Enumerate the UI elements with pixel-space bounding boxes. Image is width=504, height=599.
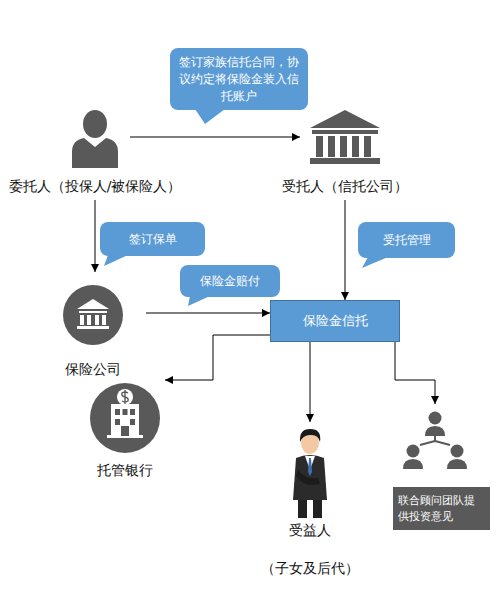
bank-column [87,315,91,325]
window [130,419,135,425]
bank-beam [312,130,378,134]
process-box: 保险金信托 [270,300,400,342]
window [115,409,120,415]
callout-bubble: 签订保单 [100,222,205,256]
hair [300,429,320,442]
callout-bubble: 受托管理 [358,222,455,258]
connector-arrow [345,200,346,300]
person-body [72,138,118,168]
advisor-node: 联合顾问团队提供投资意见 [393,404,490,530]
beneficiary-figure [293,429,327,518]
door [121,426,129,436]
callout-tail [195,109,225,124]
icon-circle [90,383,160,453]
leg [298,498,307,518]
arm [296,470,320,485]
person-head [451,445,464,458]
bank-roof [310,110,380,128]
person-head [407,445,420,458]
node-label: 委托人（投保人/被保险人） [0,176,220,196]
callout-tail [362,257,388,268]
window [123,409,128,415]
connector-arrow [310,342,311,422]
coin [117,389,133,405]
bank-column [102,315,106,325]
person-body [447,459,467,469]
node-label: （子女及后代） [195,558,425,578]
insurance-icon [63,285,123,345]
settlor-node: 委托人（投保人/被保险人） [60,110,130,200]
bank-icon [310,110,380,164]
connector-arrow [146,313,270,314]
node-text: 联合顾问团队提供投资意见 [393,487,490,530]
connector-arrow [395,342,435,404]
person-icon [72,110,118,168]
callout-bubble: 签订家族信托合同，协议约定将保险金装入信托账户 [170,48,308,110]
bank-column [352,136,359,157]
node-label: 托管银行 [0,460,255,480]
node-label: 受托人（信托公司） [210,176,480,196]
bank-column [328,136,335,157]
connector-arrow [165,335,270,380]
person-head [83,110,107,138]
custodian-bank-icon [90,383,160,453]
node-text: 保险金信托 [271,301,399,341]
node-label: 保险公司 [0,359,236,379]
callout-bubble: 保险金赔付 [180,265,280,297]
bank-base [77,326,109,329]
person-head [429,412,442,425]
person-body [403,459,423,469]
window [115,419,120,425]
bank-base [310,158,380,164]
person-body [425,426,445,436]
tie [308,458,312,476]
bank-beam [79,311,107,313]
team-icon [403,412,467,470]
bank-column [364,136,371,157]
custodian-node: 托管银行 [85,375,165,480]
bank-column [316,136,323,157]
icon-circle [63,285,123,345]
dollar-sign [122,390,128,404]
window [130,409,135,415]
beneficiary-node: 受益人（子女及后代） [285,422,335,580]
bank-column [80,315,84,325]
node-label: 受益人 [195,520,425,540]
suit [293,455,327,500]
connector-arrow [130,137,300,138]
leg [313,498,322,518]
connector-arrow [95,200,96,272]
bank-column [95,315,99,325]
callout-tail [104,255,128,266]
team-link [420,436,450,445]
bank-column [340,136,347,157]
callout-tail [188,296,210,306]
bank-roof [77,299,109,309]
insurer-node: 保险公司 [40,272,146,380]
building [111,404,139,436]
trustee-node: 受托人（信托公司） [300,110,390,200]
